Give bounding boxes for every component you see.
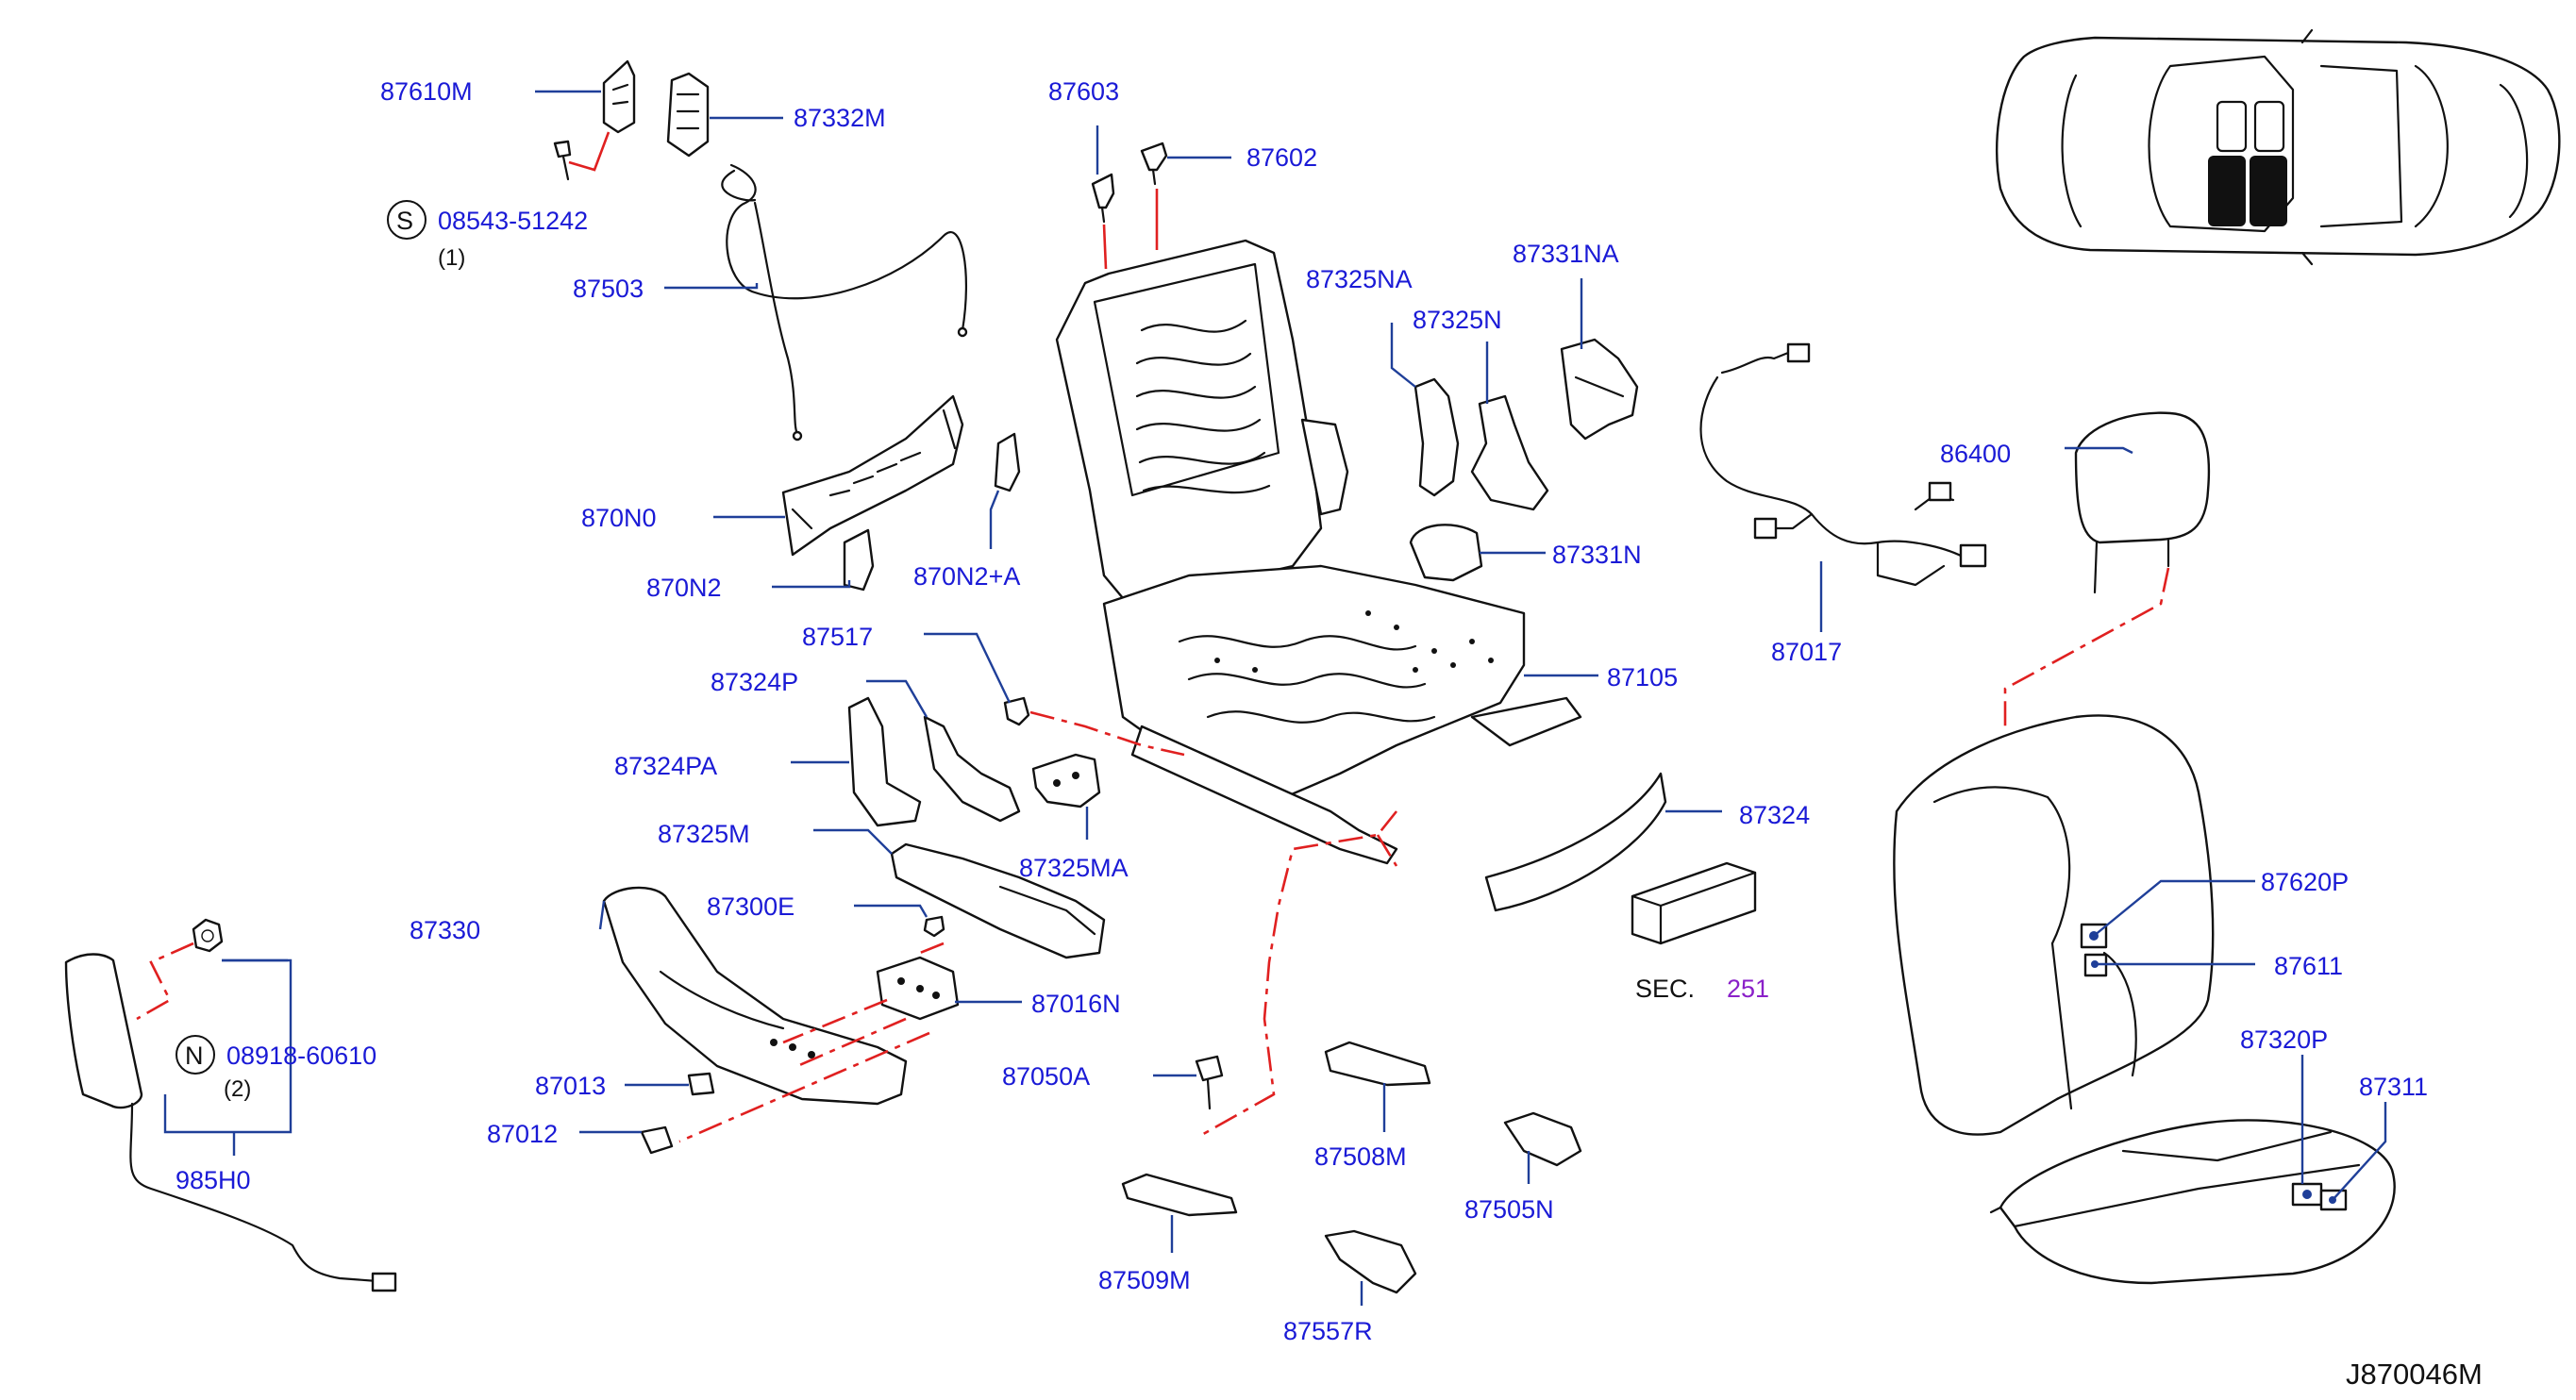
label-87331N: 87331N (1552, 541, 1642, 569)
part-985H0-airbag (64, 953, 397, 1292)
label-87557R: 87557R (1283, 1317, 1373, 1345)
part-87503-cable (721, 163, 968, 442)
part-870N2A-bracket (994, 432, 1021, 492)
label-08918-qty: (2) (224, 1076, 251, 1102)
label-86400: 86400 (1940, 440, 2011, 468)
label-87508M: 87508M (1314, 1142, 1407, 1171)
part-87300E-clip (923, 915, 945, 938)
part-87012-knob (640, 1125, 674, 1155)
label-08543-group: S 08543-51242 (1) (387, 200, 588, 271)
label-08543-51242: 08543-51242 (438, 207, 588, 235)
label-870N0: 870N0 (581, 504, 657, 532)
part-87325N-cover (1470, 394, 1549, 511)
part-08543-bolt (553, 140, 572, 181)
part-87602-headrest-guide (1140, 142, 1168, 186)
part-87517-clip (1003, 696, 1030, 726)
part-87325NA-cover (1413, 377, 1460, 497)
symbol-n-icon: N (185, 1042, 204, 1070)
label-87611: 87611 (2274, 952, 2343, 980)
label-87300E: 87300E (707, 892, 795, 921)
label-87325M: 87325M (658, 820, 750, 848)
part-08918-nut (192, 918, 224, 953)
label-sec-251: 251 (1727, 975, 1769, 1003)
part-87610M-lever (602, 59, 636, 134)
part-87325M-cover (890, 842, 1106, 959)
part-870N2-bracket (843, 528, 875, 592)
label-87016N: 87016N (1031, 990, 1121, 1018)
part-86400-headrest (2074, 411, 2211, 594)
label-87610M: 87610M (380, 77, 473, 106)
label-87324PA: 87324PA (614, 752, 717, 780)
part-87311-cushion-cover (1989, 1119, 2396, 1285)
label-870N2A: 870N2+A (913, 562, 1020, 591)
label-87017: 87017 (1771, 638, 1842, 666)
part-870N0-rail-cover (781, 394, 964, 557)
label-87320P: 87320P (2240, 1025, 2328, 1054)
label-870N2: 870N2 (646, 574, 722, 602)
part-87603-headrest-guide (1091, 173, 1115, 224)
part-87330-side-cover (602, 886, 908, 1106)
callout-labels: 87610M 87332M 87603 87602 S 08543-51242 … (176, 77, 2483, 1391)
label-sec: SEC. (1635, 975, 1695, 1003)
label-87325N: 87325N (1413, 306, 1502, 334)
part-87017-harness (1699, 342, 1987, 587)
diagram-code: J870046M (2346, 1358, 2483, 1391)
label-08918-60610: 08918-60610 (226, 1042, 376, 1070)
label-87620P: 87620P (2261, 868, 2349, 896)
part-87509M-cover (1121, 1173, 1238, 1217)
label-87012: 87012 (487, 1120, 558, 1148)
label-87331NA: 87331NA (1513, 240, 1619, 268)
part-87325MA-bracket (1031, 753, 1101, 808)
label-87324P: 87324P (711, 668, 798, 696)
label-87517: 87517 (802, 623, 873, 651)
part-87016N-switch (876, 956, 960, 1021)
part-87324P-cover (923, 715, 1021, 823)
label-08918-group: N 08918-60610 (2) (176, 1035, 376, 1102)
label-87603: 87603 (1048, 77, 1119, 106)
part-87013-knob (687, 1072, 715, 1096)
label-87311: 87311 (2359, 1073, 2428, 1101)
label-87325NA: 87325NA (1306, 265, 1413, 293)
leader-lines (163, 90, 2387, 1306)
part-87050A-bolt (1195, 1055, 1224, 1110)
label-87503: 87503 (573, 275, 644, 303)
car-locator-icon (1996, 28, 2561, 266)
label-87332M: 87332M (794, 104, 886, 132)
part-87508M-cover (1324, 1041, 1431, 1087)
label-87050A: 87050A (1002, 1062, 1090, 1091)
part-sec251-module (1631, 861, 1757, 945)
label-87602: 87602 (1246, 143, 1317, 172)
label-08543-qty: (1) (438, 245, 465, 271)
label-87013: 87013 (535, 1072, 606, 1100)
part-87620P-seat-back-cover (1893, 714, 2215, 1136)
part-87331N-trim (1409, 524, 1483, 582)
label-87505N: 87505N (1464, 1195, 1554, 1224)
label-87330: 87330 (410, 916, 480, 944)
label-87105: 87105 (1607, 663, 1678, 692)
part-87332M-bracket (666, 72, 710, 158)
part-87331NA-trim (1560, 338, 1639, 441)
label-87324: 87324 (1739, 801, 1810, 829)
part-87324-strip (1484, 772, 1667, 912)
label-87509M: 87509M (1098, 1266, 1191, 1294)
label-87325MA: 87325MA (1019, 854, 1129, 882)
symbol-s-icon: S (396, 207, 413, 235)
part-87105-seat-frame (1055, 239, 1582, 865)
part-87505N-cover (1503, 1111, 1582, 1167)
label-985H0: 985H0 (176, 1166, 251, 1194)
part-87557R-cover (1324, 1229, 1417, 1294)
part-87324PA-cover (847, 696, 922, 827)
